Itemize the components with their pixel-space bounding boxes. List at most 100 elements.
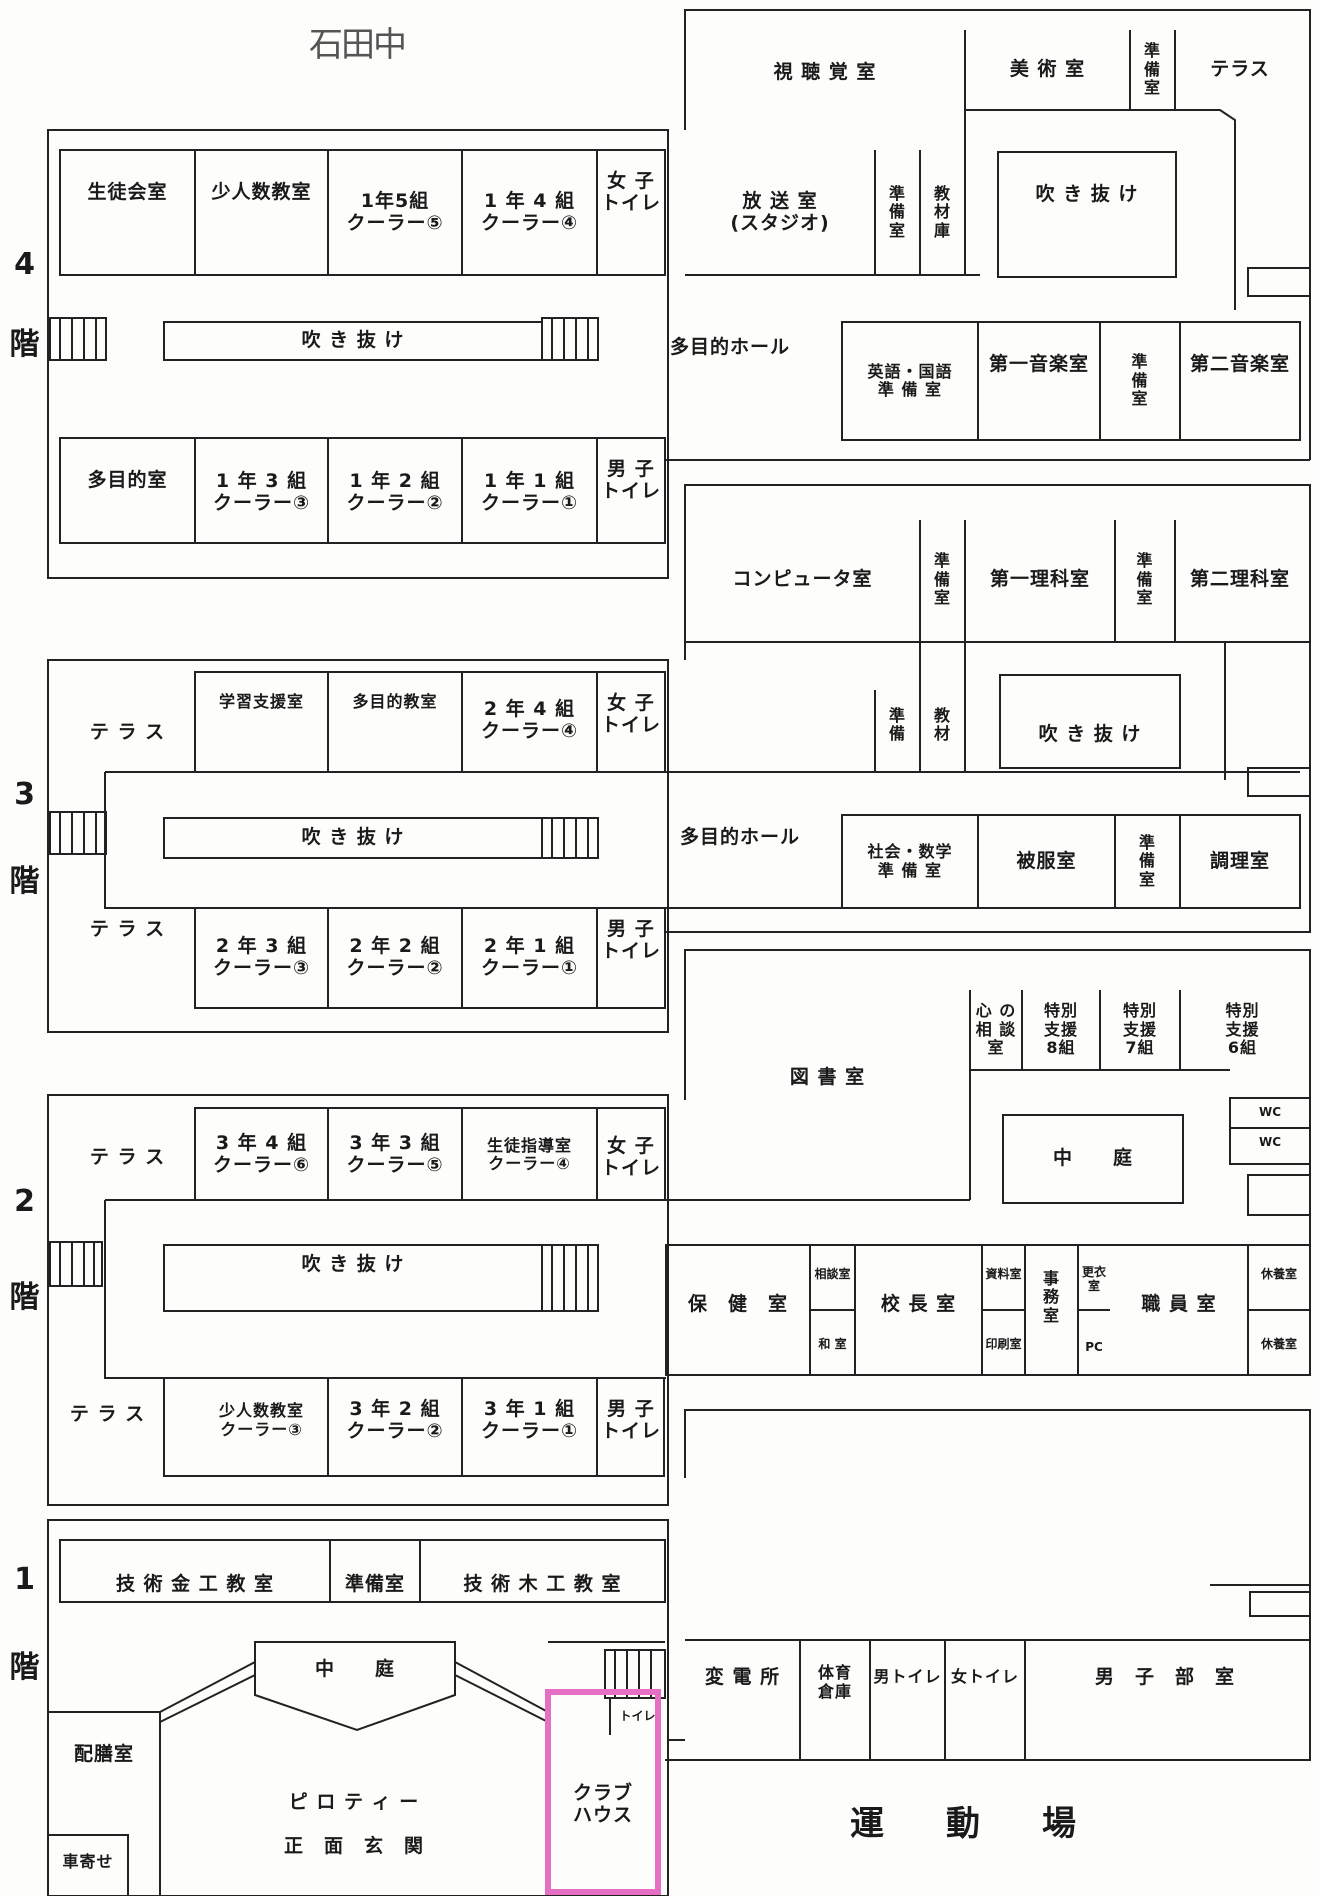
room-metalwork: 技 術 金 工 教 室 [115, 1573, 275, 1596]
room-japanese-style: 和 室 [818, 1337, 847, 1352]
room-prep-science: 準 備 室 [1136, 551, 1154, 608]
club-house: クラブ ハウス [572, 1782, 633, 1826]
room-cooking: 調理室 [1209, 849, 1270, 872]
room-counseling: 心 の 相 談 室 [975, 1001, 1017, 1058]
room-social-math-prep: 社会・数学 準 備 室 [867, 842, 953, 880]
room-3-4: 3 年 4 組 クーラー⑥ [212, 1132, 311, 1176]
atrium-center-2f: 吹 き 抜 け [301, 1253, 405, 1276]
room-rest-2: 休養室 [1260, 1337, 1297, 1352]
boys-toilet-3f: 男 子 トイレ [600, 917, 661, 962]
girls-toilet-2f: 女 子 トイレ [600, 1134, 661, 1179]
room-prep-home-ec: 準 備 室 [1138, 832, 1156, 889]
room-health: 保 健 室 [687, 1293, 788, 1316]
floor-3-kai: 階 [9, 863, 41, 899]
terrace-2f-top: テ ラ ス [89, 1145, 166, 1168]
room-rest-1: 休養室 [1260, 1267, 1297, 1282]
room-learning-support: 学習支援室 [218, 691, 304, 711]
boys-toilet-2f: 男 子 トイレ [600, 1397, 661, 1442]
terrace-4f: テラス [1210, 58, 1270, 81]
schoolyard: 運 動 場 [850, 1804, 1090, 1845]
room-special-support-6: 特別 支援 6組 [1225, 1001, 1260, 1058]
atrium-center-3f: 吹 き 抜 け [301, 826, 405, 849]
handwritten-note: 石田中 [309, 24, 407, 65]
girls-toilet-3f: 女 子 トイレ [600, 691, 661, 736]
room-science-1: 第一理科室 [989, 568, 1090, 591]
room-prep-music: 準 備 室 [1131, 352, 1149, 409]
room-small-class-4f: 少人数教室 [211, 180, 312, 203]
room-multipurpose-class: 多目的教室 [352, 691, 438, 711]
floor-2-number: 2 [14, 1183, 36, 1219]
room-prep-broadcast: 準 備 室 [888, 183, 906, 240]
room-documents: 資料室 [985, 1267, 1022, 1282]
room-broadcast: 放 送 室 (スタジオ) [730, 189, 830, 234]
room-2-4: 2 年 4 組 クーラー④ [480, 697, 579, 742]
room-gym-storage: 体育 倉庫 [817, 1663, 852, 1701]
boys-club-room: 男 子 部 室 [1094, 1665, 1235, 1688]
room-printing: 印刷室 [985, 1337, 1022, 1352]
multipurpose-hall-3f: 多目的ホール [679, 825, 800, 848]
room-1-3: 1 年 3 組 クーラー③ [212, 469, 311, 514]
room-english-japanese-prep: 英語・国語 準 備 室 [867, 361, 953, 399]
floor-3-number: 3 [14, 776, 36, 812]
multipurpose-hall-4f: 多目的ホール [669, 335, 790, 358]
room-prep-computer: 準 備 室 [933, 551, 951, 608]
floor-1-kai: 階 [9, 1649, 41, 1685]
boys-toilet-4f: 男 子 トイレ [600, 457, 661, 502]
room-student-guidance: 生徒指導室 クーラー④ [486, 1135, 572, 1173]
courtyard-2f: 中 庭 [1052, 1147, 1133, 1170]
room-substation: 変 電 所 [704, 1665, 781, 1688]
room-audiovisual: 視 聴 覚 室 [773, 60, 877, 83]
room-office: 事 務 室 [1042, 1268, 1060, 1325]
room-prep-1f: 準備室 [344, 1573, 405, 1596]
terrace-3f-bottom: テ ラ ス [89, 918, 166, 941]
room-changing: 更衣 室 [1081, 1264, 1106, 1293]
room-materials: 教 材 庫 [933, 183, 951, 240]
room-consultation: 相談室 [814, 1267, 851, 1282]
room-prep-art: 準 備 室 [1143, 41, 1161, 98]
carriage-porch: 車寄せ [62, 1852, 114, 1872]
courtyard-1f: 中 庭 [314, 1657, 395, 1680]
room-pc: PC [1085, 1339, 1103, 1354]
room-1-4: 1 年 4 組 クーラー④ [480, 189, 579, 234]
room-multipurpose-4f: 多目的室 [87, 468, 168, 491]
room-special-support-8: 特別 支援 8組 [1043, 1001, 1078, 1058]
room-2-3: 2 年 3 組 クーラー③ [212, 934, 311, 979]
toilet-1f: トイレ [619, 1708, 656, 1723]
room-3-3: 3 年 3 組 クーラー⑤ [346, 1132, 444, 1176]
floor-4-kai: 階 [9, 326, 41, 362]
room-1-5: 1年5組 クーラー⑤ [346, 189, 444, 234]
room-computer: コンピュータ室 [732, 568, 873, 591]
atrium-center-4f: 吹 き 抜 け [301, 329, 405, 352]
terrace-3f-top: テ ラ ス [89, 720, 166, 743]
wc-2f-1: WC [1258, 1105, 1282, 1120]
room-materials-3f: 教 材 [933, 705, 951, 743]
floor-4-number: 4 [14, 246, 36, 282]
room-library: 図 書 室 [789, 1065, 866, 1088]
floor-2-kai: 階 [9, 1279, 41, 1315]
room-1-1: 1 年 1 組 クーラー① [480, 469, 579, 514]
boys-toilet-1f: 男トイレ [873, 1667, 942, 1687]
girls-toilet-4f: 女 子 トイレ [600, 169, 661, 214]
room-principal: 校 長 室 [880, 1293, 957, 1316]
room-art: 美 術 室 [1009, 58, 1086, 81]
room-3-2: 3 年 2 組 クーラー② [346, 1397, 444, 1442]
room-serving: 配膳室 [73, 1743, 134, 1766]
room-student-council: 生徒会室 [87, 180, 168, 203]
room-science-2: 第二理科室 [1189, 568, 1290, 591]
room-sewing: 被服室 [1016, 849, 1077, 872]
wc-2f-2: WC [1258, 1135, 1282, 1150]
room-music-2: 第二音楽室 [1189, 352, 1290, 375]
atrium-right-3f: 吹 き 抜 け [1038, 723, 1142, 746]
room-staff: 職 員 室 [1141, 1293, 1217, 1316]
room-small-class-2f: 少人数教室 クーラー③ [218, 1401, 304, 1439]
room-prep-3f: 準 備 [888, 705, 906, 743]
room-special-support-7: 特別 支援 7組 [1122, 1001, 1157, 1058]
room-1-2: 1 年 2 組 クーラー② [346, 469, 444, 514]
piloti-main-entrance: ピ ロ テ ィ ー 正 面 玄 関 [283, 1791, 424, 1857]
atrium-right-4f: 吹 き 抜 け [1035, 182, 1139, 205]
girls-toilet-1f: 女トイレ [950, 1667, 1019, 1687]
room-2-1: 2 年 1 組 クーラー① [480, 934, 579, 979]
room-woodwork: 技 術 木 工 教 室 [463, 1573, 622, 1596]
